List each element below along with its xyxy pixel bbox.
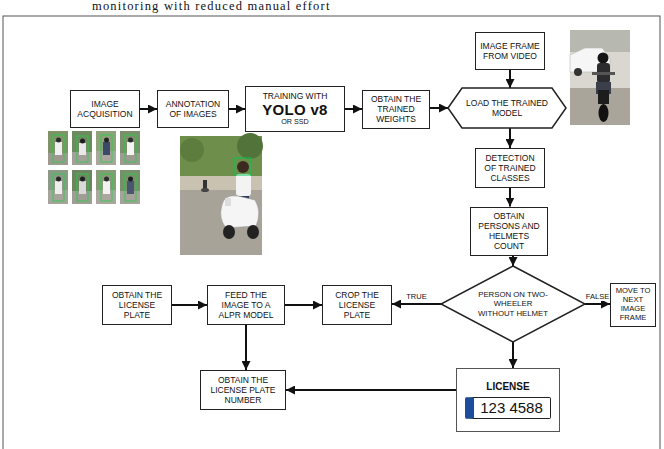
thumbnail	[48, 131, 68, 165]
process-box: CROP THE LICENSE PLATE	[322, 285, 392, 325]
node-text: OBTAIN THE TRAINED WEIGHTS	[366, 94, 426, 124]
node-text: TRAINING WITH	[249, 91, 341, 101]
decision-diamond: PERSON ON TWO-WHEELER WITHOUT HELMET	[441, 266, 585, 342]
thumbnail	[72, 131, 92, 165]
flow-arrow	[345, 108, 362, 110]
node-text: ANNOTATION OF IMAGES	[161, 99, 225, 119]
flow-arrow	[509, 70, 511, 88]
node-text: YOLO v8	[249, 101, 341, 118]
process-box: FEED THE IMAGE TO A ALPR MODEL	[207, 285, 285, 325]
thumbnail	[120, 170, 140, 204]
page-text-fragment: monitoring with reduced manual effort	[92, 0, 331, 14]
flow-arrow	[285, 304, 322, 306]
process-box: MOVE TO NEXT IMAGE FRAME	[610, 283, 656, 327]
branch-label: FALSE	[585, 293, 610, 301]
process-box: TRAINING WITHYOLO v8OR SSD	[245, 86, 345, 132]
process-box: OBTAIN THE LICENSE PLATE	[102, 285, 172, 325]
thumbnail	[120, 131, 140, 165]
input-box: IMAGE FRAME FROM VIDEO	[475, 32, 545, 70]
node-text: OBTAIN THE LICENSE PLATE	[106, 290, 168, 320]
thumbnail	[96, 131, 116, 165]
process-box: ANNOTATION OF IMAGES	[157, 90, 229, 128]
flow-arrow	[286, 389, 456, 391]
flow-arrow	[229, 108, 245, 110]
node-text: OBTAIN PERSONS AND HELMETS COUNT	[474, 211, 544, 251]
node-text: LOAD THE TRAINED MODEL	[463, 98, 551, 118]
output-box: OBTAIN THE LICENSE PLATE NUMBER	[200, 370, 286, 410]
figure-frame	[3, 16, 660, 449]
diamond-outline	[441, 266, 585, 342]
thumbnail	[48, 170, 68, 204]
node-text: DETECTION OF TRAINED CLASSES	[479, 153, 541, 183]
node-text: CROP THE LICENSE PLATE	[326, 290, 388, 320]
thumbnail	[96, 170, 116, 204]
flow-arrow	[509, 128, 511, 148]
flow-arrow	[430, 107, 448, 109]
node-text: IMAGE FRAME FROM VIDEO	[479, 41, 541, 61]
flow-arrow	[392, 303, 441, 305]
node-text: PERSON ON TWO-WHEELER WITHOUT HELMET	[477, 290, 549, 318]
flow-arrow	[172, 304, 207, 306]
process-box: OBTAIN PERSONS AND HELMETS COUNT	[470, 207, 548, 256]
flow-arrow	[245, 325, 247, 370]
flow-arrow	[509, 188, 511, 207]
process-box: DETECTION OF TRAINED CLASSES	[475, 148, 545, 188]
flow-arrow	[512, 256, 514, 267]
node-text: OR SSD	[249, 118, 341, 126]
process-box: IMAGE ACQUISITION	[70, 90, 140, 128]
node-text: 123 4588	[465, 397, 551, 419]
thumbnail	[72, 170, 92, 204]
hexagon-outline	[448, 88, 566, 128]
node-text: OBTAIN THE LICENSE PLATE NUMBER	[204, 375, 282, 405]
node-text: LICENSE	[460, 381, 556, 393]
node-text: FEED THE IMAGE TO A ALPR MODEL	[211, 290, 281, 320]
license-plate-box: LICENSE 123 4588	[456, 368, 560, 432]
training-thumbnails	[48, 131, 140, 204]
flow-arrow	[140, 108, 157, 110]
annotated-photo	[180, 133, 263, 255]
process-box: OBTAIN THE TRAINED WEIGHTS	[362, 90, 430, 129]
branch-label: TRUE	[405, 293, 427, 301]
node-text: MOVE TO NEXT IMAGE FRAME	[614, 287, 652, 323]
node-text: IMAGE ACQUISITION	[74, 99, 136, 119]
preparation-hexagon: LOAD THE TRAINED MODEL	[448, 88, 566, 128]
flow-arrow	[512, 342, 514, 368]
video-frame-photo	[570, 30, 630, 125]
flow-arrow	[585, 303, 610, 305]
